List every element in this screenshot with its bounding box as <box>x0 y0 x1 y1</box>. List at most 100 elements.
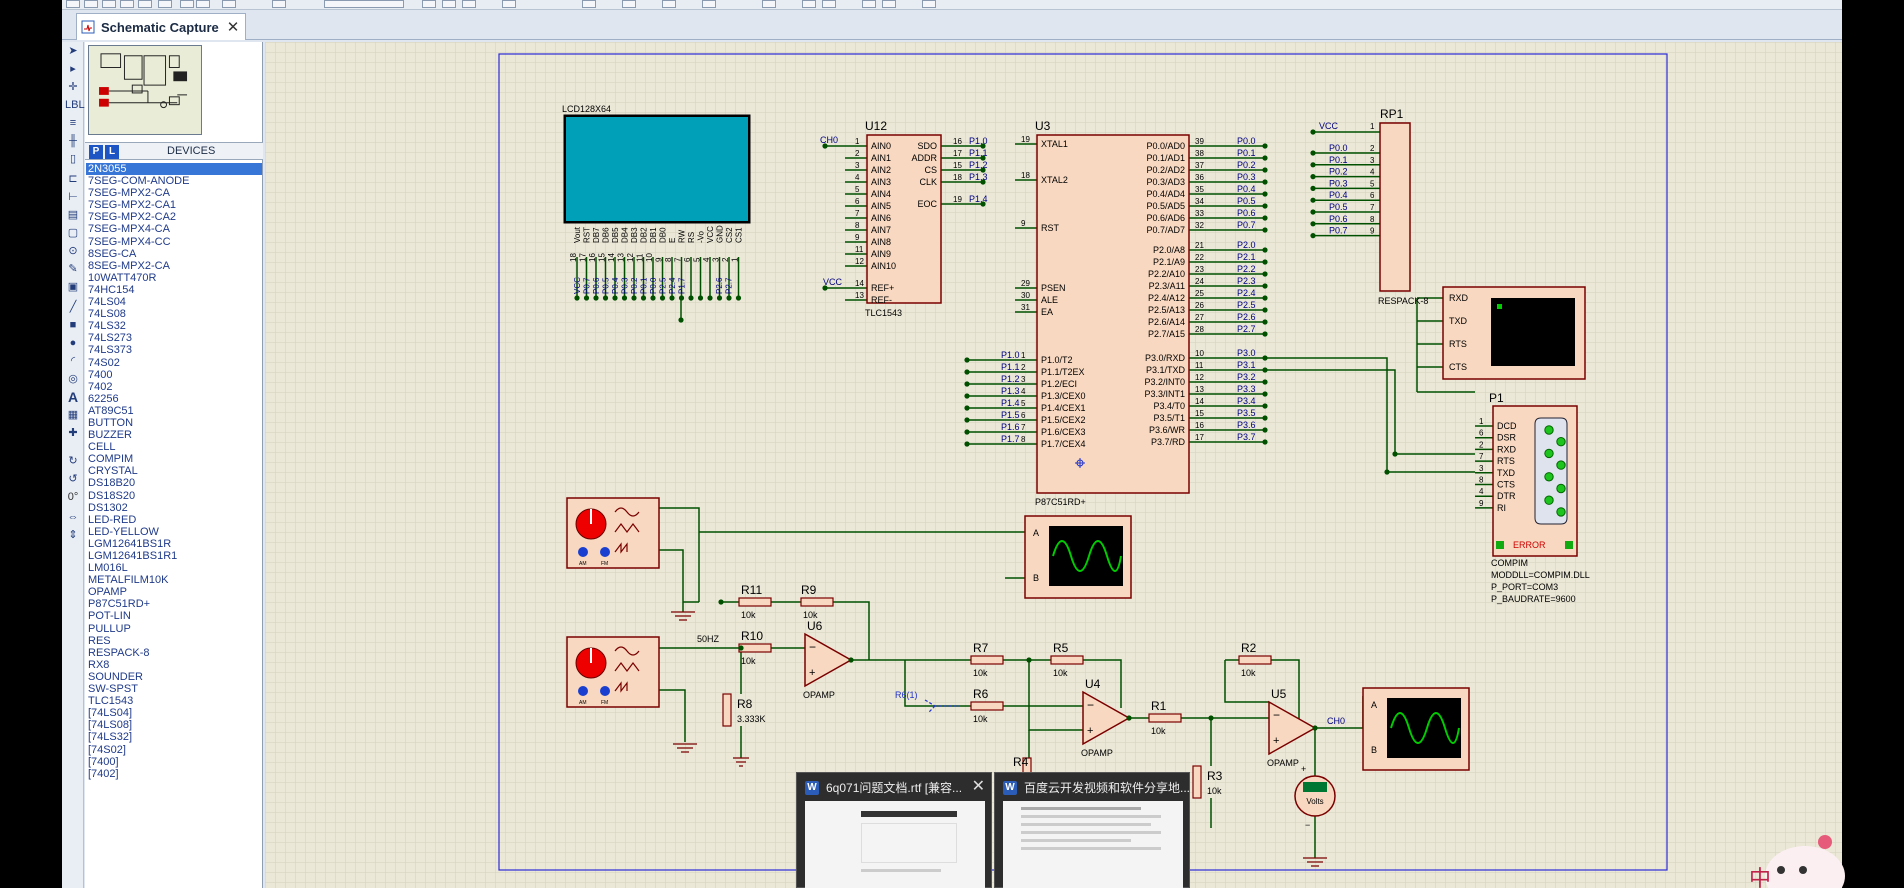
device-list-item[interactable]: CRYSTAL <box>88 465 138 478</box>
selection-mode-icon[interactable]: ➤ <box>68 45 78 57</box>
toolbar-button[interactable] <box>862 0 876 8</box>
device-list-item[interactable]: 74HC154 <box>88 283 135 296</box>
device-list-item[interactable]: LED-YELLOW <box>88 525 159 538</box>
tape-icon[interactable]: ▢ <box>67 227 79 239</box>
resistor[interactable] <box>722 693 732 727</box>
graph-icon[interactable]: ▤ <box>67 209 79 221</box>
bus-icon[interactable]: ╫ <box>69 135 77 147</box>
device-list-item[interactable]: [74LS08] <box>88 719 133 732</box>
toolbar-button[interactable] <box>222 0 236 8</box>
toolbar-button[interactable] <box>102 0 116 8</box>
device-list-item[interactable]: 7SEG-MPX2-CA <box>88 187 170 200</box>
device-list-item[interactable]: TLC1543 <box>88 695 134 708</box>
path-icon[interactable]: ◎ <box>68 373 78 385</box>
toolbar-button[interactable] <box>442 0 456 8</box>
am-knob[interactable] <box>578 547 588 557</box>
toolbar-button[interactable] <box>422 0 436 8</box>
am-knob[interactable] <box>578 686 588 696</box>
device-list-item[interactable]: 8SEG-MPX2-CA <box>88 259 170 272</box>
device-list-item[interactable]: SOUNDER <box>88 670 144 683</box>
device-list-item[interactable]: 7SEG-MPX4-CC <box>88 235 171 248</box>
toolbar-button[interactable] <box>582 0 596 8</box>
resistor[interactable] <box>970 701 1004 711</box>
pick-devices-button[interactable]: P <box>89 145 103 159</box>
toolbar-button[interactable] <box>158 0 172 8</box>
toolbar-button[interactable] <box>662 0 676 8</box>
device-list-item[interactable]: RES <box>88 634 111 647</box>
resistor[interactable] <box>1238 655 1272 665</box>
schematic-drawing[interactable]: LCD128X64Vout18RST17DB716DB615DB514DB413… <box>265 42 1842 888</box>
tab-schematic-capture[interactable]: Schematic Capture ✕ <box>76 13 247 40</box>
device-list-item[interactable]: 7400 <box>88 368 113 381</box>
taskbar-preview-window[interactable]: W 百度云开发视频和软件分享地... <box>994 772 1190 888</box>
probe-icon[interactable]: ✎ <box>68 263 78 275</box>
lcd-display[interactable] <box>566 117 748 221</box>
junction-icon[interactable]: ✛ <box>68 81 78 93</box>
device-list-item[interactable]: DS18B20 <box>88 477 136 490</box>
device-list-item[interactable]: 74LS273 <box>88 332 133 345</box>
resistor[interactable] <box>738 597 772 607</box>
device-list-item[interactable]: [7400] <box>88 755 119 768</box>
toolbar-button[interactable] <box>138 0 152 8</box>
library-manager-button[interactable]: L <box>105 145 119 159</box>
marker-icon[interactable]: ✚ <box>68 427 78 439</box>
device-list-item[interactable]: 7SEG-MPX4-CA <box>88 223 170 236</box>
mirror-horizontal-icon[interactable]: ⇔ <box>67 511 79 523</box>
rotate-anticlockwise-icon[interactable]: ↺ <box>68 473 78 485</box>
circle-icon[interactable]: ● <box>69 337 77 349</box>
rotate-clockwise-icon[interactable]: ↻ <box>68 455 78 467</box>
toolbar-button[interactable] <box>120 0 134 8</box>
device-list-item[interactable]: 10WATT470R <box>88 271 157 284</box>
device-list-item[interactable]: DS1302 <box>88 501 128 514</box>
toolbar-button[interactable] <box>762 0 776 8</box>
device-list-item[interactable]: SW-SPST <box>88 683 138 696</box>
instrument-icon[interactable]: ▣ <box>67 281 79 293</box>
device-list-item[interactable]: LM016L <box>88 562 128 575</box>
device-list-item[interactable]: BUTTON <box>88 416 134 429</box>
subcircuit-icon[interactable]: ▯ <box>69 153 77 165</box>
pin-icon[interactable]: ⊢ <box>68 191 78 203</box>
box-icon[interactable]: ■ <box>69 319 77 331</box>
wire-label-icon[interactable]: LBL <box>65 99 85 111</box>
device-list-item[interactable]: 74LS373 <box>88 344 133 357</box>
close-tab-icon[interactable]: ✕ <box>226 19 240 36</box>
device-list-item[interactable]: RESPACK-8 <box>88 646 150 659</box>
fm-knob[interactable] <box>600 547 610 557</box>
device-list-item[interactable]: [74S02] <box>88 743 126 756</box>
toolbar-dropdown[interactable] <box>324 0 404 8</box>
close-preview-icon[interactable]: ✕ <box>971 778 985 795</box>
toolbar-button[interactable] <box>462 0 476 8</box>
device-list-item[interactable]: 8SEG-CA <box>88 247 137 260</box>
device-list-item[interactable]: P87C51RD+ <box>88 598 151 611</box>
probe-marker[interactable] <box>924 699 959 713</box>
toolbar-button[interactable] <box>702 0 716 8</box>
rp1-body[interactable] <box>1379 122 1411 292</box>
device-list-item[interactable]: 7SEG-MPX2-CA2 <box>88 211 177 224</box>
device-list-item[interactable]: COMPIM <box>88 453 134 466</box>
overview-window[interactable] <box>88 45 202 135</box>
device-list-item[interactable]: OPAMP <box>88 586 127 599</box>
device-list-item[interactable]: 7402 <box>88 380 113 393</box>
device-list-item[interactable]: AT89C51 <box>88 404 134 417</box>
device-list-item[interactable]: DS18S20 <box>88 489 136 502</box>
ime-label[interactable]: 中 <box>1749 867 1771 888</box>
device-list-item[interactable]: LGM12641BS1R1 <box>88 550 178 562</box>
device-list-item[interactable]: [74LS04] <box>88 707 133 720</box>
u3-body[interactable] <box>1036 134 1190 494</box>
device-list-item[interactable]: BUZZER <box>88 429 132 442</box>
fm-knob[interactable] <box>600 686 610 696</box>
resistor[interactable] <box>970 655 1004 665</box>
toolbar-button[interactable] <box>802 0 816 8</box>
device-list-item[interactable]: RX8 <box>88 658 110 671</box>
arc-icon[interactable]: ◜ <box>70 355 76 367</box>
toolbar-button[interactable] <box>822 0 836 8</box>
line-icon[interactable]: ╱ <box>69 301 77 313</box>
device-list-item[interactable]: 74LS08 <box>88 308 126 321</box>
u12-body[interactable] <box>866 134 942 304</box>
resistor[interactable] <box>1050 655 1084 665</box>
device-list-item[interactable]: LGM12641BS1R <box>88 537 172 550</box>
opamp[interactable] <box>1082 690 1131 746</box>
resistor[interactable] <box>738 643 772 653</box>
device-list-item[interactable]: 62256 <box>88 392 119 405</box>
